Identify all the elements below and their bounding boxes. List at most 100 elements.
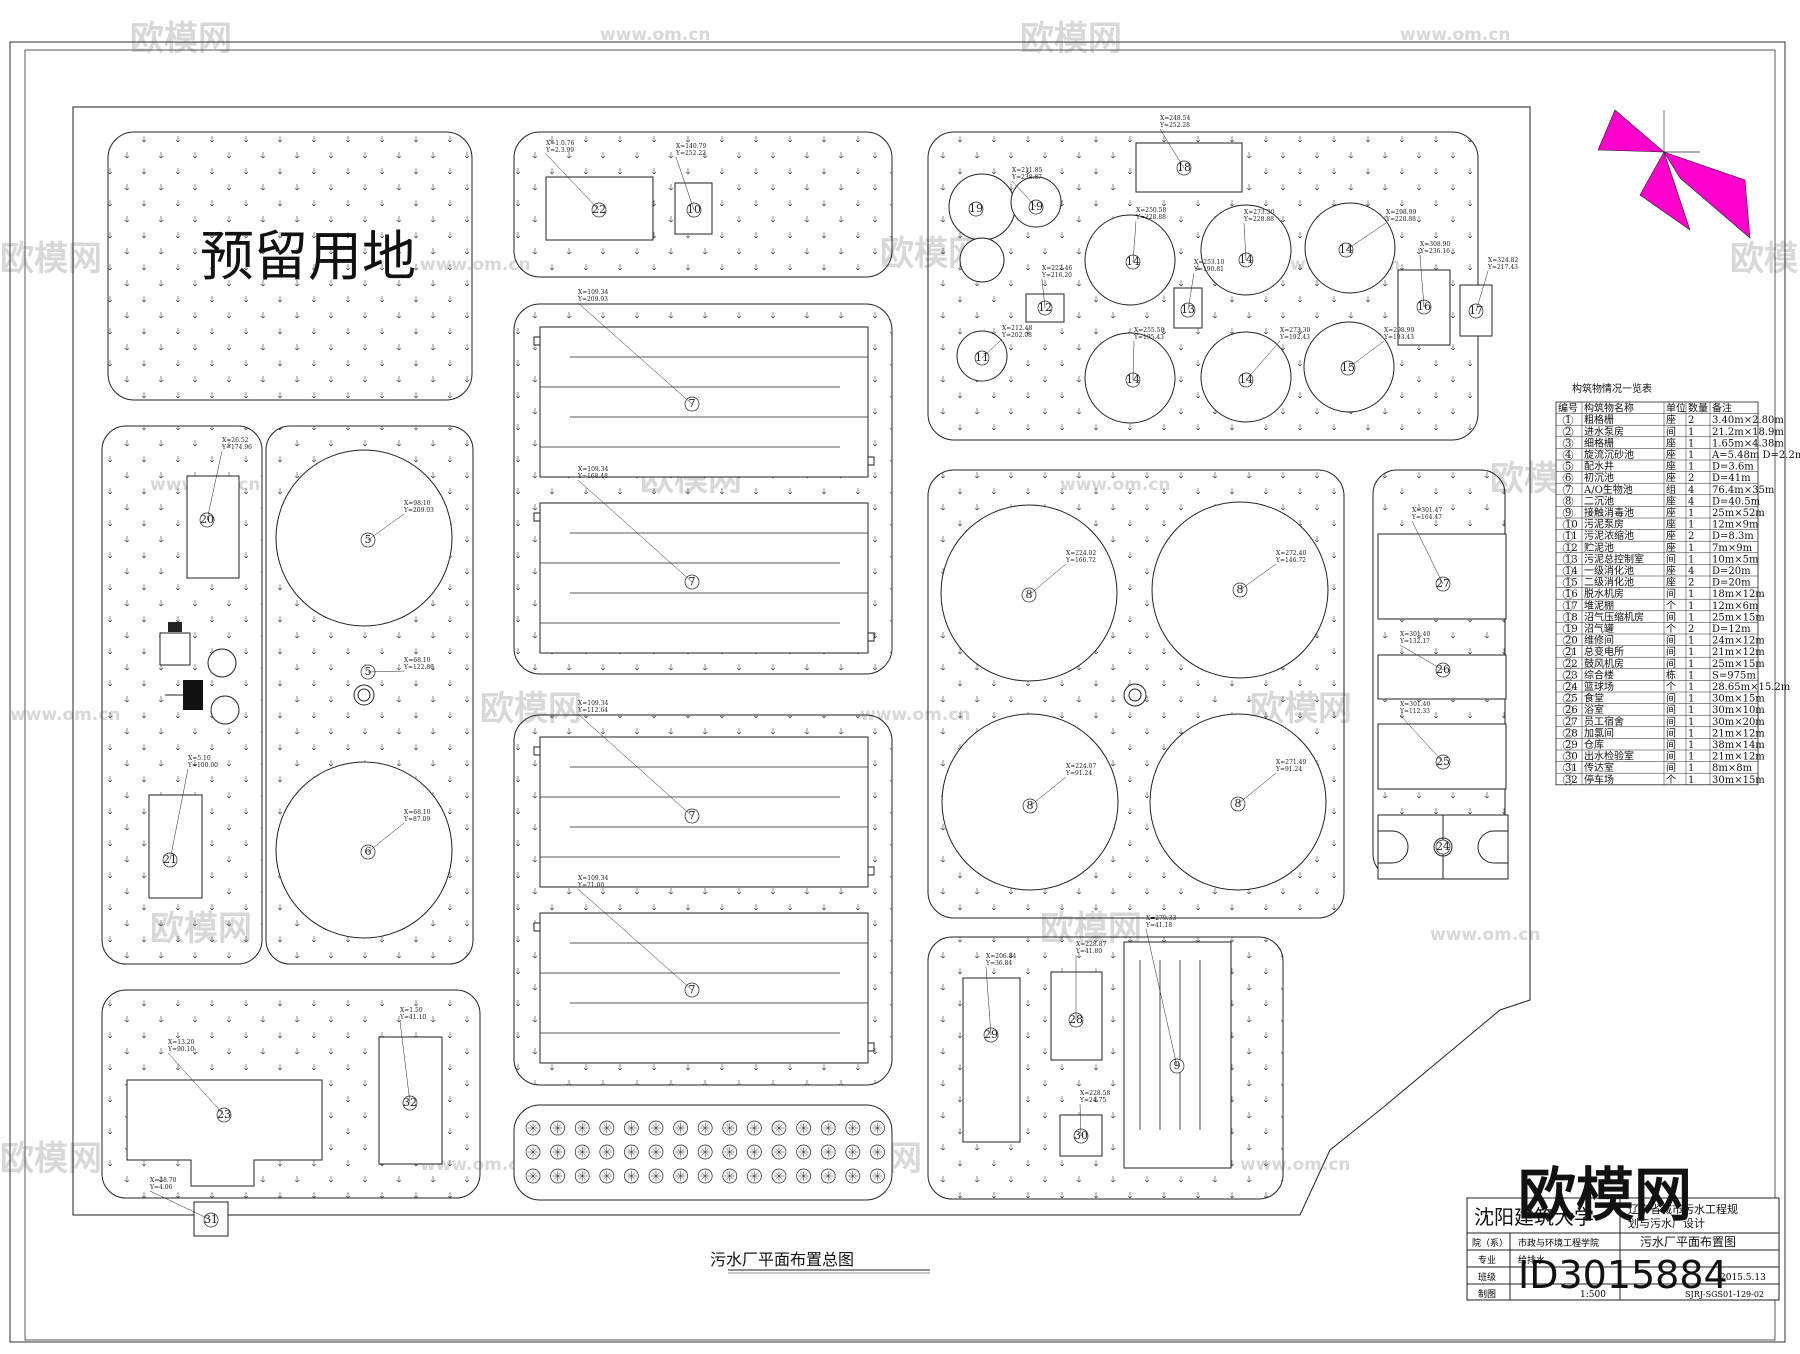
table-cell: 座: [1666, 506, 1676, 519]
table-cell: 二沉池: [1584, 494, 1614, 507]
tree-branches: [724, 1147, 735, 1157]
table-cell: 1: [1688, 647, 1694, 658]
coordinate-note: X=26.52: [222, 437, 249, 444]
row-number-circle: [1562, 554, 1574, 565]
table-cell: 沼气压缩机房: [1584, 610, 1644, 623]
table-cell: D=3.6m: [1712, 462, 1754, 473]
coordinate-note: X=109.34: [578, 700, 608, 707]
tree-branches: [651, 1147, 661, 1157]
leader-line: [577, 713, 693, 817]
leader-line: [1028, 563, 1067, 596]
table-header: 构筑物名称: [1584, 402, 1634, 415]
table-cell: 接触消毒池: [1584, 506, 1634, 519]
title-block: 沈阳建筑大学 辽宁省城市污水工程规 划与污水厂设计 污水厂平面布置图 院（系） …: [1466, 1197, 1780, 1301]
table-cell: 13: [1565, 554, 1578, 565]
coordinate-note: X=109.34: [578, 875, 608, 882]
coordinate-note: Y=90.10: [167, 1046, 194, 1053]
project-line1: 辽宁省城市污水工程规: [1628, 1202, 1738, 1216]
row-number-circle: [1562, 530, 1574, 542]
structure-number: 7: [689, 397, 696, 410]
tree-branches: [528, 1171, 538, 1181]
table-cell: 综合楼: [1584, 668, 1614, 681]
table-cell: 32: [1565, 775, 1578, 786]
building-23: [126, 1079, 323, 1187]
table-cell: 加氯间: [1584, 726, 1614, 739]
table-cell: 8m×8m: [1712, 763, 1753, 774]
coordinate-note: X=248.54: [1160, 115, 1190, 122]
row-label-class: 班级: [1478, 1271, 1496, 1283]
coordinate-note: Y=4.06: [149, 1184, 173, 1191]
table-cell: 25: [1565, 694, 1578, 705]
equipment-cluster: [159, 622, 240, 725]
row-number-circle: [1562, 623, 1574, 635]
table-cell: 间: [1666, 425, 1676, 438]
coordinate-note: X=298.99: [1386, 209, 1416, 216]
table-cell: 38m×14m: [1712, 740, 1765, 751]
table-cell: 27: [1565, 717, 1578, 728]
table-cell: 座: [1666, 518, 1676, 531]
table-cell: 18: [1565, 612, 1578, 623]
tree-branches: [626, 1147, 637, 1157]
watermark-text: 欧模网: [1730, 239, 1800, 279]
row-label-drafter: 制图: [1478, 1288, 1496, 1300]
coordinate-note: Y=168.48: [577, 473, 608, 480]
watermark-text: 欧模网: [0, 239, 102, 279]
row-number-circle: [1562, 472, 1574, 484]
structure-number: 6: [365, 845, 372, 858]
coordinate-note: Y=252.28: [1159, 122, 1190, 129]
table-cell: 30m×15m: [1712, 694, 1765, 705]
row-number-circle: [1562, 542, 1574, 554]
coordinate-note: Y=2.3.99: [545, 147, 574, 154]
coordinate-note: X=272.40: [1276, 550, 1306, 557]
table-cell: 31: [1565, 763, 1578, 774]
coordinate-note: X=301.40: [1400, 701, 1430, 708]
leader-line: [1419, 254, 1425, 308]
table-cell: 23: [1565, 670, 1578, 681]
row-number-circle: [1562, 519, 1574, 530]
coordinate-note: Y=217.43: [1487, 264, 1518, 271]
coordinate-note: Y=238.87: [1011, 174, 1042, 181]
structure-number-marker: [968, 201, 984, 217]
table-cell: 污泥总控制室: [1584, 552, 1644, 565]
table-cell: 员工宿舍: [1584, 715, 1624, 728]
leader-line: [1243, 222, 1247, 261]
coordinate-note: Y=236.16: [1419, 248, 1450, 255]
coordinate-note: Y=146.72: [1275, 557, 1306, 564]
table-cell: 21.2m×18.9m: [1712, 427, 1784, 438]
tree-branches: [774, 1171, 784, 1181]
coordinate-note: Y=112.64: [577, 707, 608, 714]
table-cell: 间: [1666, 715, 1676, 728]
table-cell: 29: [1565, 740, 1578, 751]
row-number-circle: [1562, 728, 1574, 739]
table-cell: 28: [1565, 728, 1578, 739]
row-number-circle: [1562, 635, 1574, 646]
structure-number: 5: [365, 533, 372, 546]
table-cell: 1: [1688, 717, 1694, 728]
table-cell: 1: [1688, 462, 1694, 473]
table-cell: 座: [1666, 529, 1676, 542]
north-arrow-icon: [1597, 109, 1751, 239]
structure-number-marker: [1435, 839, 1451, 855]
table-cell: 初沉池: [1584, 471, 1614, 484]
leader-line: [1011, 180, 1037, 208]
scale-value: 1:500: [1580, 1290, 1606, 1300]
tree-branches: [798, 1147, 809, 1157]
school-name: 沈阳建筑大学: [1474, 1205, 1594, 1229]
tree-branches: [528, 1147, 538, 1157]
outlet-box: [867, 866, 875, 876]
table-cell: 间: [1666, 634, 1676, 647]
coordinate-note: X=271.49: [1276, 759, 1306, 766]
coordinate-note: X=308.90: [1420, 241, 1450, 248]
table-cell: 间: [1666, 552, 1676, 565]
coordinate-note: X=1.0.76: [546, 140, 575, 147]
zone-secondary-clarifier: [927, 469, 1345, 919]
bio-tank-7c: [539, 736, 869, 888]
tree-branches: [847, 1123, 858, 1133]
zone-reserved: 预留用地: [107, 131, 473, 401]
table-cell: 1: [1688, 589, 1694, 600]
coordinate-note: Y=41.10: [399, 1014, 426, 1021]
table-cell: A=5.48m D=2.2m: [1711, 450, 1800, 461]
table-cell: 座: [1666, 436, 1676, 449]
leader-line: [1159, 128, 1185, 169]
